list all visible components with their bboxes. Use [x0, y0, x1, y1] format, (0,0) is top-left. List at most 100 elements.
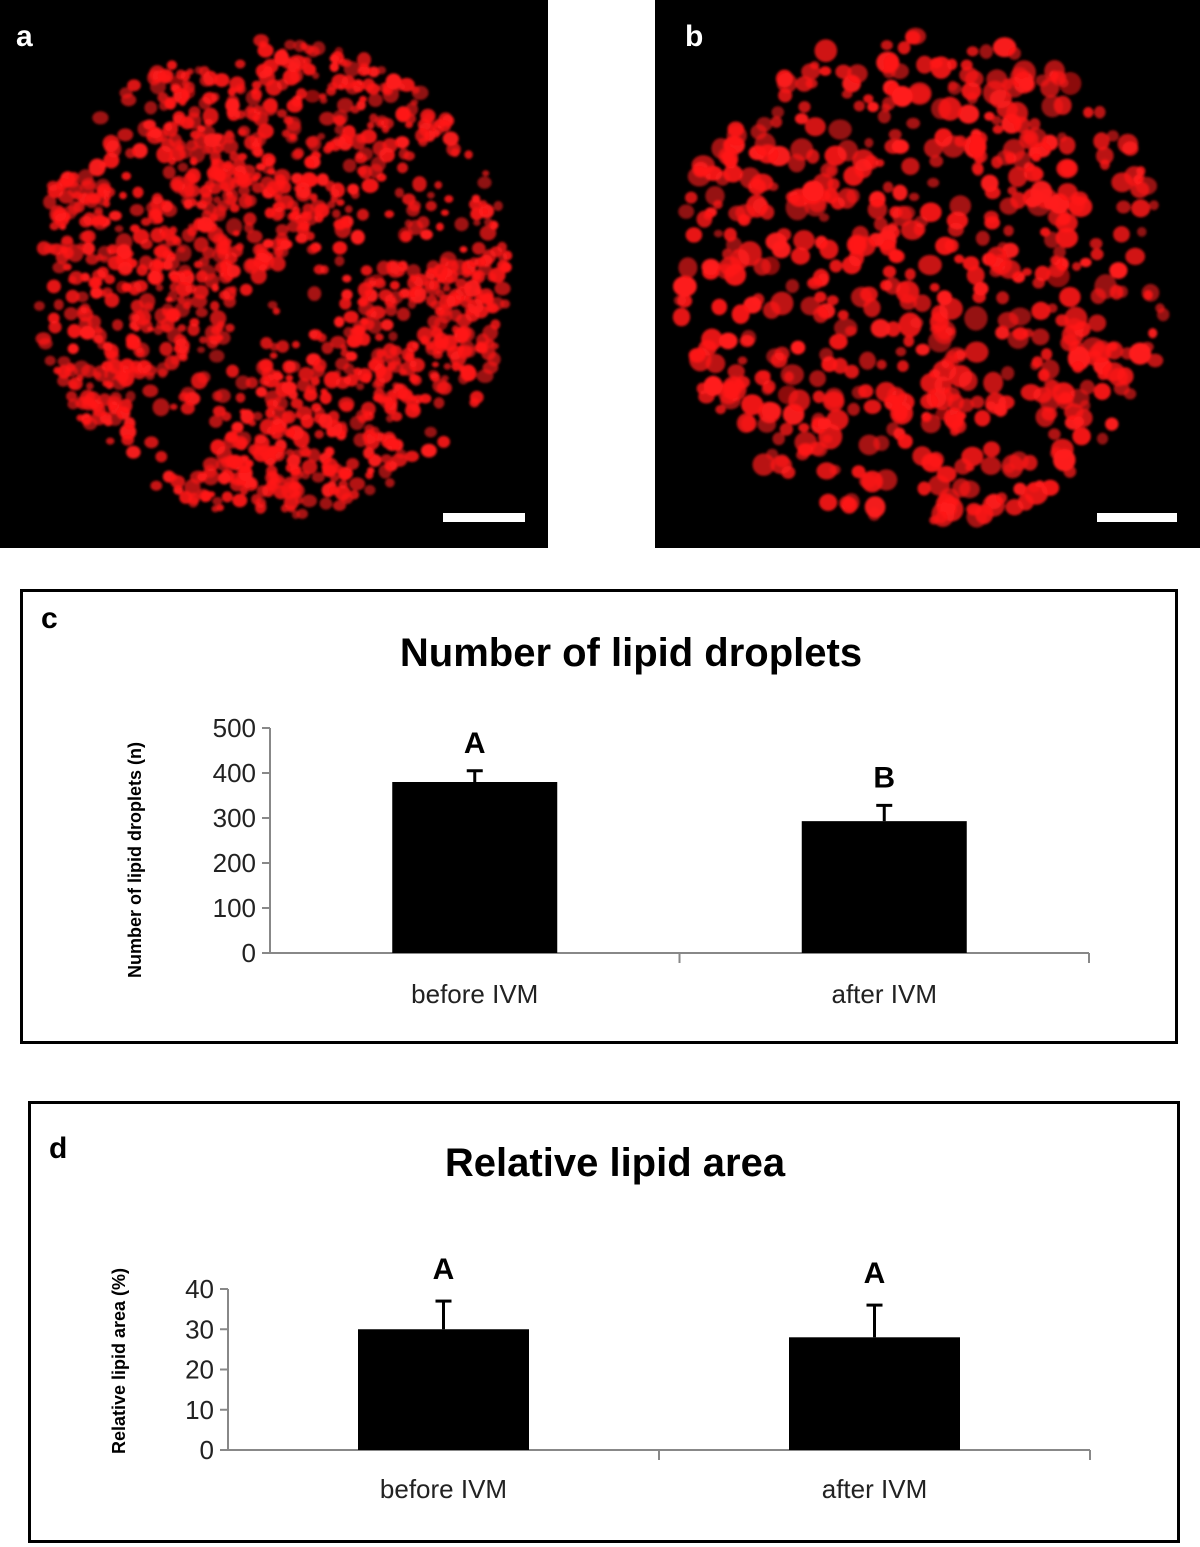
lipid-droplet	[310, 242, 322, 253]
lipid-droplet	[221, 491, 233, 503]
lipid-droplet	[178, 353, 188, 362]
lipid-droplet	[215, 331, 231, 345]
lipid-droplet	[290, 476, 299, 485]
y-tick-label: 40	[185, 1274, 214, 1304]
lipid-droplet	[264, 156, 274, 166]
lipid-droplet	[958, 104, 980, 124]
lipid-droplet	[795, 76, 813, 92]
lipid-droplet	[995, 325, 1010, 340]
lipid-droplet	[1137, 227, 1147, 237]
lipid-droplet	[1072, 262, 1082, 271]
lipid-droplet	[1058, 136, 1076, 155]
lipid-droplet	[705, 262, 718, 274]
lipid-droplet	[49, 243, 64, 256]
lipid-droplet	[88, 158, 106, 177]
micrograph-after-ivm: b	[655, 0, 1200, 548]
lipid-droplet	[1094, 105, 1106, 119]
lipid-droplet	[361, 178, 379, 193]
lipid-droplet	[463, 279, 481, 298]
lipid-droplet	[197, 216, 213, 233]
lipid-droplet	[302, 63, 317, 76]
lipid-droplet	[152, 259, 164, 270]
lipid-droplet	[295, 233, 308, 244]
lipid-droplet	[896, 281, 910, 297]
lipid-droplet	[882, 265, 897, 278]
lipid-droplet	[910, 317, 924, 329]
lipid-droplet	[897, 434, 913, 449]
lipid-droplet	[367, 359, 383, 371]
lipid-droplet	[35, 332, 52, 345]
lipid-droplet	[85, 254, 99, 265]
lipid-droplet	[381, 125, 390, 134]
lipid-droplet	[1072, 427, 1091, 446]
lipid-droplet	[867, 507, 881, 521]
lipid-droplet	[347, 183, 359, 195]
y-tick-label: 10	[185, 1395, 214, 1425]
lipid-droplet	[210, 300, 220, 312]
lipid-droplet	[364, 289, 372, 296]
lipid-droplet	[1093, 132, 1110, 151]
lipid-droplet	[975, 504, 994, 525]
lipid-droplet	[303, 389, 318, 402]
lipid-droplet	[819, 213, 830, 222]
lipid-droplet	[183, 183, 201, 198]
y-tick-label: 100	[213, 893, 256, 923]
lipid-droplet	[731, 304, 750, 325]
lipid-droplet	[728, 205, 746, 222]
lipid-droplet	[837, 187, 857, 209]
lipid-droplet	[359, 95, 367, 103]
lipid-droplet	[1053, 448, 1076, 472]
lipid-droplet	[57, 356, 71, 367]
lipid-droplet	[236, 438, 248, 451]
lipid-droplet	[200, 493, 210, 503]
lipid-droplet	[461, 268, 472, 279]
lipid-droplet	[956, 411, 967, 420]
lipid-droplet	[908, 192, 920, 202]
lipid-droplet	[358, 296, 369, 306]
lipid-droplet	[991, 155, 1003, 169]
lipid-droplet	[484, 218, 493, 227]
lipid-droplet	[330, 335, 346, 349]
lipid-droplet	[368, 66, 380, 78]
lipid-droplet	[915, 343, 930, 356]
lipid-droplet	[304, 158, 315, 169]
lipid-droplet	[314, 212, 324, 223]
lipid-droplet	[334, 220, 352, 239]
lipid-droplet	[332, 109, 348, 126]
lipid-droplet	[287, 200, 299, 211]
lipid-droplet	[238, 185, 250, 196]
lipid-droplet	[384, 210, 395, 219]
lipid-droplet	[116, 244, 132, 260]
lipid-droplet	[882, 65, 896, 79]
lipid-droplet	[1116, 200, 1131, 214]
lipid-droplet	[771, 240, 791, 259]
lipid-droplet	[170, 475, 186, 489]
lipid-droplet	[985, 401, 997, 411]
lipid-droplet	[920, 413, 941, 434]
lipid-droplet	[1109, 262, 1128, 279]
lipid-droplet	[877, 109, 891, 124]
lipid-droplet	[966, 266, 985, 285]
lipid-droplet	[989, 266, 1003, 278]
lipid-droplet	[859, 351, 876, 370]
lipid-droplet	[814, 291, 827, 303]
lipid-droplet	[983, 371, 1004, 394]
lipid-droplet	[49, 222, 59, 231]
lipid-droplet	[810, 441, 828, 457]
lipid-droplet	[465, 306, 480, 322]
lipid-droplet	[751, 173, 774, 192]
y-tick-label: 20	[185, 1355, 214, 1385]
lipid-droplet	[293, 147, 305, 159]
lipid-droplet	[137, 359, 151, 375]
lipid-droplet	[338, 469, 352, 481]
lipid-droplet	[276, 340, 290, 353]
lipid-droplet	[819, 493, 838, 511]
lipid-droplet	[125, 390, 136, 402]
lipid-droplet	[1035, 406, 1055, 428]
lipid-droplet	[1031, 301, 1051, 320]
lipid-droplet	[271, 208, 284, 222]
lipid-droplet	[828, 119, 852, 140]
lipid-droplet	[254, 433, 267, 444]
lipid-droplet	[125, 148, 136, 159]
lipid-droplet	[256, 359, 272, 376]
